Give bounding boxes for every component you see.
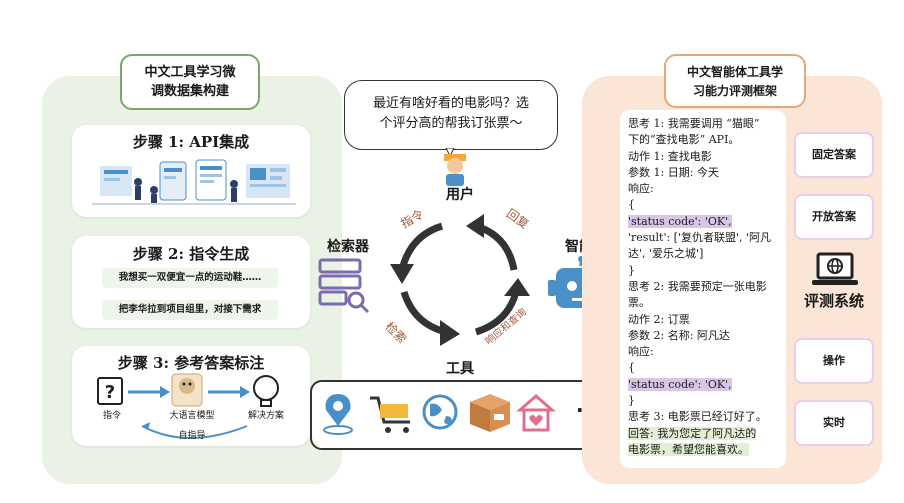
flow-instruction-label: 指令: [102, 411, 121, 421]
user-label: 用户: [446, 187, 474, 203]
laptop-globe-icon: [812, 252, 858, 285]
interaction-cycle-arrows: [390, 214, 530, 346]
lightbulb-icon: [253, 375, 279, 401]
user-icon: [444, 148, 466, 186]
operation-tag: 操作: [794, 338, 874, 384]
svg-text:?: ?: [105, 382, 115, 403]
globe-icon: [422, 394, 458, 430]
shopping-cart-icon: [370, 396, 410, 433]
tool-icons-row: [323, 394, 556, 435]
step1-title: 步骤 1: API集成: [132, 133, 250, 151]
instruction-example-2: 把李华拉到项目组里，对接下需求: [102, 300, 278, 320]
annotation-flow-diagram: ?: [97, 373, 279, 439]
step2-title: 步骤 2: 指令生成: [132, 245, 250, 263]
instruction-example-1: 我想买一双便宜一点的运动鞋……: [102, 268, 278, 288]
fixed-answer-tag: 固定答案: [794, 132, 874, 178]
map-pin-icon: [323, 394, 353, 435]
tools-box: [310, 380, 608, 450]
home-heart-icon: [516, 394, 556, 432]
question-document-icon: [97, 377, 123, 405]
realtime-tag: 实时: [794, 400, 874, 446]
dataset-construction-title: 中文工具学习微调数据集构建: [120, 54, 260, 110]
agent-dialog-trace: 思考 1: 我需要调用 “猫眼” 下的“查找电影” API。 动作 1: 查找电…: [620, 110, 786, 468]
step3-title: 步骤 3: 参考答案标注: [117, 354, 265, 372]
evaluation-framework-title: 中文智能体工具学习能力评测框架: [664, 54, 806, 108]
step1-card: 步骤 1: API集成: [72, 125, 310, 217]
flow-solution-label: 解决方案: [247, 411, 284, 421]
api-integration-illustration: [92, 159, 296, 205]
user-query-bubble: 最近有啥好看的电影吗？选个评分高的帮我订张票～: [344, 80, 558, 150]
package-box-icon: [470, 394, 510, 432]
retriever-label: 检索器: [327, 239, 369, 255]
flow-self-instruct-label: 自指导: [178, 431, 206, 441]
retriever-database-icon: [318, 258, 370, 314]
flow-llm-label: 大语言模型: [169, 411, 215, 421]
tools-label: 工具: [446, 361, 474, 377]
open-answer-tag: 开放答案: [794, 194, 874, 240]
evaluation-system-label: 评测系统: [803, 292, 864, 310]
